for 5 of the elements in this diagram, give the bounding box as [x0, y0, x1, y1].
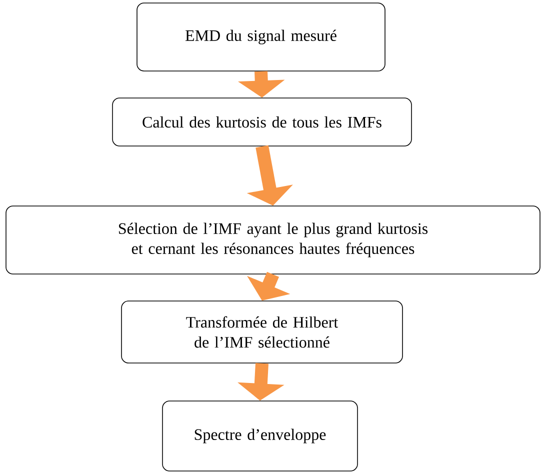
- process-box: Transformée de Hilbert de l’IMF sélectionné: [121, 300, 403, 364]
- process-box: Sélection de l’IMF ayant le plus grand kurtosis et cernant les résonances hautes fréquences: [6, 206, 540, 274]
- process-box: Calcul des kurtosis de tous les IMFs: [112, 98, 412, 146]
- process-box: EMD du signal mesuré: [136, 2, 386, 72]
- process-box: Spectre d’enveloppe: [162, 400, 358, 472]
